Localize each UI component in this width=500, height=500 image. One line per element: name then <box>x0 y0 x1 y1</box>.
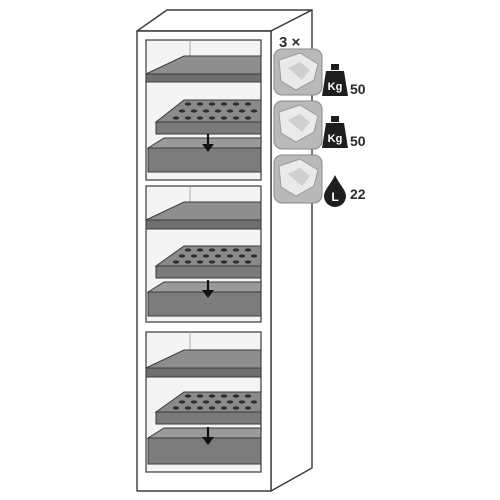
weight-kg-icon: Kg <box>322 64 348 96</box>
svg-text:Kg: Kg <box>328 81 343 93</box>
sump-tray <box>146 137 262 173</box>
sump-tray <box>146 427 262 465</box>
svg-text:Kg: Kg <box>328 133 343 145</box>
perforated-insert <box>154 245 262 279</box>
perforation-holes <box>172 248 258 264</box>
spec-row-3: L 22 <box>273 154 366 207</box>
down-arrow-icon <box>202 280 214 298</box>
spec-value: 22 <box>350 186 366 202</box>
spec-value: 50 <box>350 133 366 149</box>
tray-thumbnail <box>273 48 323 96</box>
spec-row-1: Kg 50 <box>273 48 366 97</box>
perforated-insert <box>154 391 262 425</box>
liter-drop-icon: L <box>324 175 346 207</box>
perforated-insert <box>154 99 262 135</box>
spec-row-2: Kg 50 <box>273 100 366 150</box>
spec-value: 50 <box>350 81 366 97</box>
tray-thumbnail <box>273 100 323 150</box>
quantity-label: 3 × <box>279 34 301 51</box>
compartment-1 <box>145 39 262 181</box>
down-arrow-icon <box>202 134 214 152</box>
sump-tray <box>146 281 262 317</box>
compartment-2 <box>145 185 262 323</box>
perforation-holes <box>172 394 258 410</box>
tray-thumbnail <box>273 154 323 204</box>
weight-kg-icon: Kg <box>322 116 348 148</box>
shelf <box>145 349 262 378</box>
shelf <box>145 201 262 230</box>
svg-text:L: L <box>331 190 338 204</box>
shelf <box>145 55 262 83</box>
perforation-holes <box>172 102 258 120</box>
compartment-3 <box>145 331 262 473</box>
down-arrow-icon <box>202 427 214 445</box>
